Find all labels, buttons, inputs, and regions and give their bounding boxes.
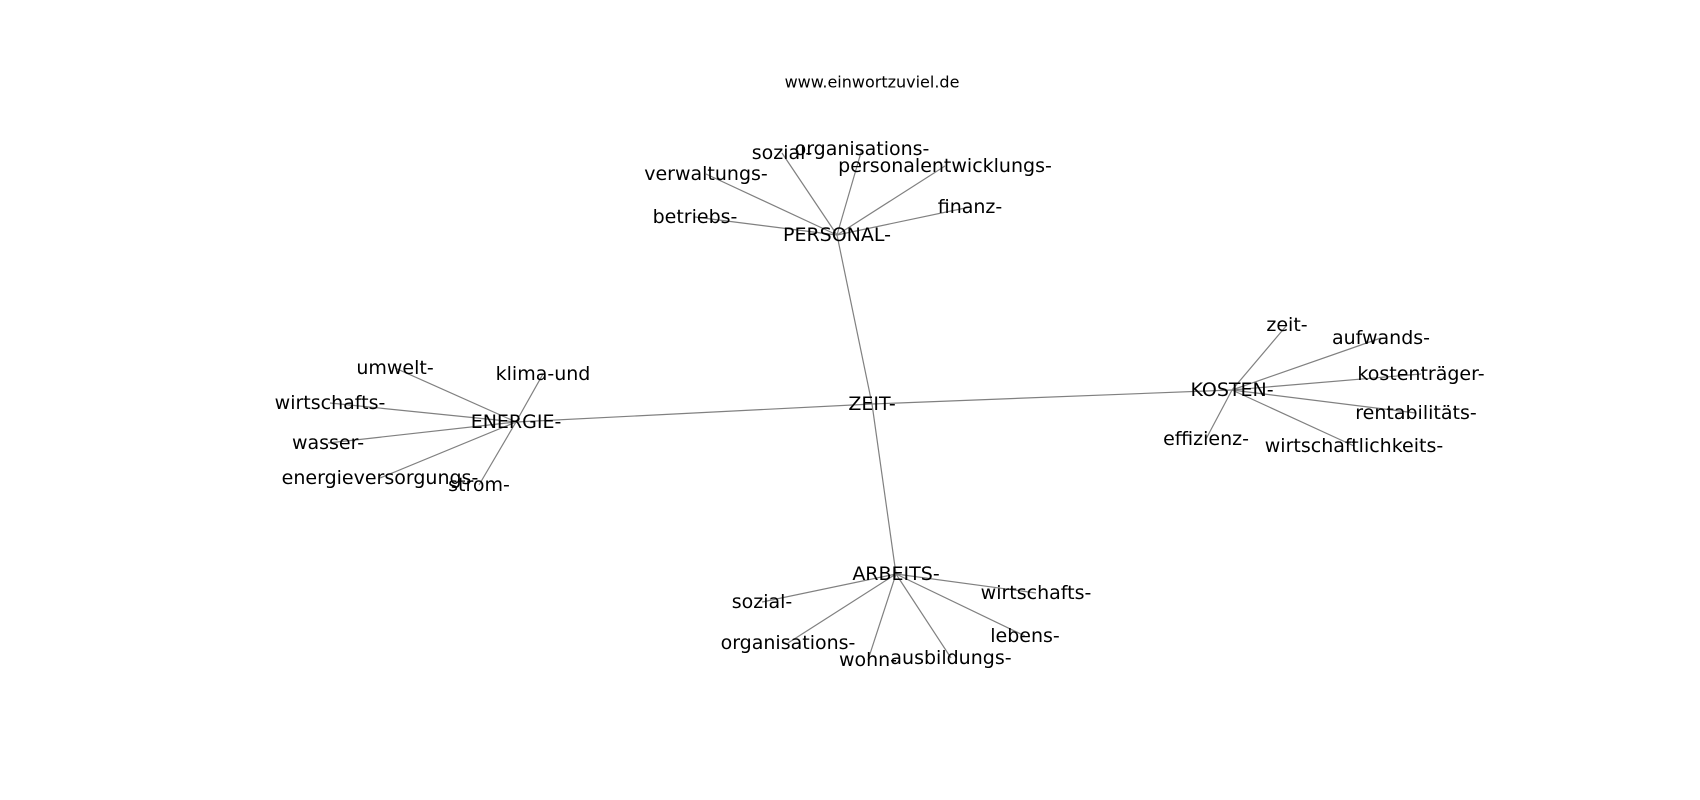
graph-edges xyxy=(327,148,1422,661)
leaf-node-energie-strom: strom- xyxy=(448,474,510,496)
hub-node-arbeits: ARBEITS- xyxy=(852,563,939,585)
leaf-node-energie-umwelt: umwelt- xyxy=(356,357,433,379)
leaf-node-energie-wirtschafts: wirtschafts- xyxy=(275,392,386,414)
edge-personal-to-personal-verwaltungs xyxy=(705,173,838,236)
edge-personal-to-personal-organisations xyxy=(836,148,863,236)
hub-node-personal: PERSONAL- xyxy=(783,224,891,246)
edge-kosten-to-kosten-rentabilitaets xyxy=(1231,389,1417,414)
site-url-title: www.einwortzuviel.de xyxy=(785,73,960,92)
edge-arbeits-to-arbeits-sozial xyxy=(761,573,897,603)
edge-arbeits-to-arbeits-ausbildungs xyxy=(895,573,952,659)
edge-zeit-to-kosten xyxy=(871,389,1233,405)
edge-kosten-to-kosten-zeit xyxy=(1231,324,1288,391)
leaf-node-kosten-rentabilitaets: rentabilitäts- xyxy=(1355,402,1476,424)
leaf-node-kosten-effizienz: effizienz- xyxy=(1163,428,1249,450)
edge-zeit-to-energie xyxy=(515,403,873,423)
center-node-zeit: ZEIT- xyxy=(848,393,895,415)
leaf-node-arbeits-wohn: wohn- xyxy=(839,649,897,671)
edge-energie-to-energie-wirtschafts xyxy=(329,402,517,423)
leaf-node-kosten-wirtschaftlichkeits: wirtschaftlichkeits- xyxy=(1265,435,1443,457)
leaf-node-arbeits-wirtschafts: wirtschafts- xyxy=(981,582,1092,604)
edge-energie-to-energie-wasser xyxy=(327,421,517,444)
edge-arbeits-to-arbeits-organisations xyxy=(787,573,897,644)
leaf-node-arbeits-organisations: organisations- xyxy=(721,632,856,654)
edge-arbeits-to-arbeits-wohn xyxy=(867,573,897,661)
edge-personal-to-personal-sozial xyxy=(781,152,838,236)
leaf-node-energie-energieversorgungs: energieversorgungs- xyxy=(282,467,479,489)
edge-personal-to-personal-personalentwicklungs xyxy=(836,165,946,236)
leaf-node-kosten-kostentraeger: kostenträger- xyxy=(1357,363,1484,385)
leaf-node-personal-personalentwicklungs: personalentwicklungs- xyxy=(838,155,1052,177)
leaf-node-energie-klima-und: klima-und xyxy=(496,363,591,385)
leaf-node-personal-finanz: finanz- xyxy=(938,196,1003,218)
leaf-node-arbeits-ausbildungs: ausbildungs- xyxy=(890,647,1011,669)
leaf-node-energie-wasser: wasser- xyxy=(292,432,364,454)
edge-kosten-to-kosten-kostentraeger xyxy=(1231,373,1422,391)
edge-personal-to-personal-betriebs xyxy=(694,216,838,236)
edge-arbeits-to-arbeits-wirtschafts xyxy=(895,573,1037,594)
graph-node-labels: ZEIT- PERSONAL-sozial-organisations-perso… xyxy=(275,138,1485,671)
leaf-node-personal-sozial: sozial- xyxy=(752,142,813,164)
edge-zeit-to-personal xyxy=(836,234,873,405)
hub-node-energie: ENERGIE- xyxy=(471,411,562,433)
leaf-node-kosten-zeit: zeit- xyxy=(1266,314,1307,336)
leaf-node-kosten-aufwands: aufwands- xyxy=(1332,327,1430,349)
edge-kosten-to-kosten-aufwands xyxy=(1231,337,1382,391)
edge-energie-to-energie-strom xyxy=(478,421,517,486)
leaf-node-personal-verwaltungs: verwaltungs- xyxy=(644,163,768,185)
edge-zeit-to-arbeits xyxy=(871,403,897,575)
leaf-node-personal-betriebs: betriebs- xyxy=(653,206,738,228)
edge-kosten-to-kosten-wirtschaftlichkeits xyxy=(1231,389,1355,447)
edge-personal-to-personal-finanz xyxy=(836,206,971,236)
edge-arbeits-to-arbeits-lebens xyxy=(895,573,1026,637)
edge-energie-to-energie-energieversorgungs xyxy=(379,421,517,479)
hub-node-kosten: KOSTEN- xyxy=(1190,379,1273,401)
edge-kosten-to-kosten-effizienz xyxy=(1205,389,1233,440)
leaf-node-arbeits-sozial: sozial- xyxy=(732,591,793,613)
leaf-node-arbeits-lebens: lebens- xyxy=(990,625,1060,647)
edge-energie-to-energie-klima-und xyxy=(515,373,544,423)
leaf-node-personal-organisations: organisations- xyxy=(795,138,930,160)
edge-energie-to-energie-umwelt xyxy=(394,367,517,423)
